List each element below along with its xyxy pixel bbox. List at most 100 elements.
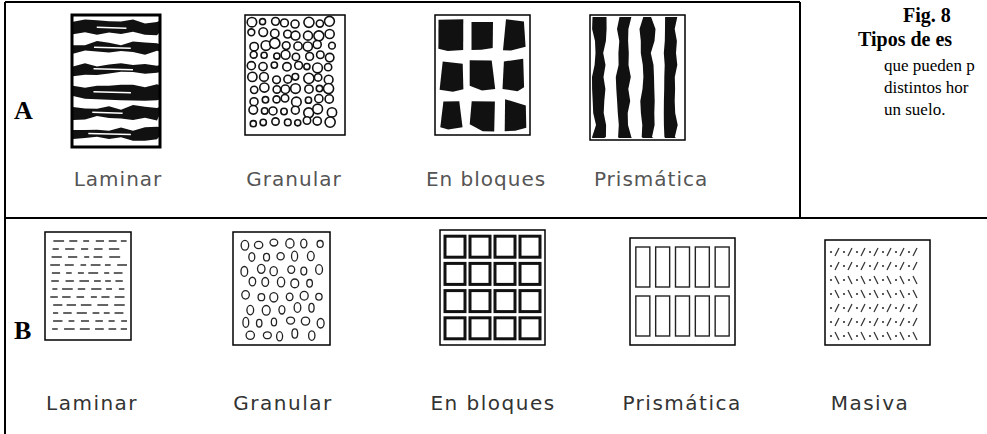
granule: [313, 104, 323, 114]
prism-cell: [636, 247, 650, 287]
block-cell: [520, 318, 540, 339]
frame-top: [5, 1, 800, 3]
mass-slash: [913, 332, 917, 340]
block-cell: [470, 263, 490, 284]
granule: [272, 17, 280, 25]
lamina-dash: [52, 272, 60, 273]
granule: [274, 53, 280, 59]
granule: [284, 119, 291, 126]
mass-dot: [882, 321, 884, 323]
granule: [251, 86, 258, 93]
mass-dot: [882, 293, 884, 295]
granule: [250, 51, 257, 58]
block-aggregate: [503, 59, 525, 92]
lamina-dash: [114, 304, 125, 305]
granule-schema: [301, 267, 307, 275]
mass-slash: [861, 262, 865, 270]
granule: [325, 53, 334, 62]
granule: [262, 97, 268, 103]
granule-schema: [301, 239, 307, 248]
lamina-dash: [77, 312, 87, 313]
mass-slash: [861, 304, 865, 312]
mass-slash: [835, 276, 839, 284]
lamina-dash: [84, 256, 89, 257]
mass-slash: [874, 248, 878, 256]
block-cell: [495, 318, 515, 339]
granule-schema: [247, 305, 254, 314]
mass-dot: [830, 321, 832, 323]
granule: [292, 97, 302, 107]
granule: [281, 50, 290, 59]
block-aggregate: [472, 22, 494, 50]
granule: [247, 62, 255, 70]
block-aggregate: [470, 101, 495, 131]
granule: [271, 62, 277, 68]
granule: [270, 38, 280, 48]
prism-cell: [695, 247, 709, 287]
granule: [313, 40, 321, 48]
granule-schema: [241, 240, 249, 250]
lamina-dash: [93, 256, 102, 257]
mass-slash: [913, 276, 917, 284]
lamina-dash: [91, 288, 101, 289]
granule: [306, 53, 314, 61]
granule: [325, 64, 332, 71]
granule: [291, 106, 299, 114]
granule: [325, 29, 334, 38]
granule: [291, 20, 299, 28]
granular-schema-box: [233, 232, 330, 345]
mass-dot: [843, 279, 845, 281]
granule: [273, 76, 281, 84]
prism-cell: [695, 296, 709, 336]
granule: [250, 121, 256, 127]
mass-dot: [908, 321, 910, 323]
mass-slash: [887, 332, 891, 340]
mass-dot: [895, 279, 897, 281]
granule-schema: [263, 332, 271, 339]
lamina-dash: [109, 240, 117, 241]
block-cell: [445, 291, 465, 312]
granule: [327, 108, 336, 117]
lamina-dash: [115, 296, 125, 297]
mass-slash: [913, 304, 917, 312]
structure-label: Granular: [233, 392, 332, 415]
granule: [291, 31, 300, 40]
mass-dot: [895, 321, 897, 323]
prism-column: [592, 17, 607, 138]
laminar-layer: [73, 63, 159, 76]
prism-cell: [656, 247, 670, 287]
mass-slash: [874, 262, 878, 270]
granule: [259, 28, 268, 37]
granule-schema: [256, 319, 261, 327]
lamina-dash: [106, 288, 112, 289]
granule: [295, 62, 303, 70]
lamina-dash: [109, 248, 119, 249]
mass-dot: [856, 279, 858, 281]
lamina-dash: [80, 328, 90, 329]
mass-dot: [856, 251, 858, 253]
granule: [303, 42, 312, 51]
granule: [269, 107, 277, 115]
caption-fragment: Fig. 8: [903, 4, 951, 27]
block-cell: [495, 291, 515, 312]
laminar-streak: [93, 69, 132, 70]
granule: [303, 117, 310, 124]
granule: [314, 74, 321, 81]
block-aggregate: [503, 19, 526, 50]
granule-schema: [277, 277, 284, 287]
lamina-dash: [121, 320, 127, 321]
lamina-dash: [78, 288, 85, 289]
granule-schema: [264, 253, 270, 261]
granule: [271, 29, 279, 37]
mass-slash: [900, 290, 904, 298]
lamina-dash: [109, 328, 117, 329]
granule: [248, 72, 257, 81]
caption-fragment: Tipos de es: [858, 28, 952, 51]
laminar-schema-box: [45, 232, 131, 340]
granule-schema: [286, 239, 294, 248]
granule: [284, 30, 292, 38]
granule: [316, 85, 322, 91]
lamina-dash: [69, 320, 75, 321]
mass-slash: [874, 332, 878, 340]
block-aggregate: [470, 60, 496, 90]
